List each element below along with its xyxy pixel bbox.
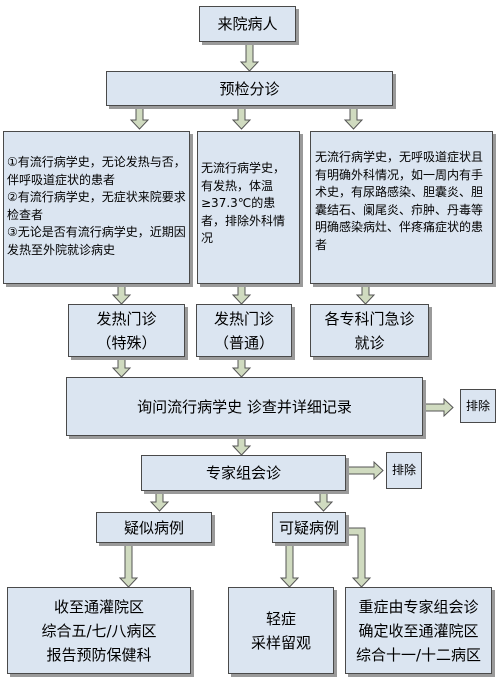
criteria-normal-node: 无流行病学史，有发热，体温≥37.3℃的患者，排除外科情况 — [197, 131, 300, 284]
fever-normal-clinic-type: （普通） — [213, 333, 274, 352]
exclude-label-1: 排除 — [465, 398, 490, 413]
suspected-case-node: 疑似病例 — [96, 512, 212, 543]
exclude-node-2: 排除 — [386, 452, 422, 489]
triage-node-label: 预检分诊 — [219, 79, 280, 98]
expert-consultation-node: 专家组会诊 — [141, 455, 346, 491]
fever-special-clinic-node: 发热门诊 （特殊） — [68, 304, 185, 357]
arrow-possible-to-severe — [345, 527, 372, 588]
specialty-clinic-node: 各专科门急诊 就诊 — [310, 304, 429, 357]
severe-case-line-3: 综合十一/十二病区 — [355, 645, 482, 664]
fever-normal-clinic-label: 发热门诊 — [213, 309, 274, 328]
possible-case-label: 可疑病例 — [278, 518, 339, 537]
criteria-normal-text: 无流行病学史，有发热，体温≥37.3℃的患者，排除外科情况 — [201, 161, 286, 245]
fever-special-clinic-label: 发热门诊 — [96, 309, 157, 328]
arrow-start-to-triage — [239, 41, 260, 72]
transfer-suspected-node: 收至通灌院区 综合五/七/八病区 报告预防保健科 — [7, 587, 191, 674]
arrow-expert-to-suspected — [149, 490, 170, 512]
criteria-specialty-node: 无流行病学史，无呼吸道症状且有明确外科情况，如一周内有手术史，有尿路感染、胆囊炎… — [310, 131, 493, 284]
criteria-fever-item-3: ③无论是否有流行病学史，近期因发热至外院就诊病史 — [7, 225, 186, 257]
arrow-triage-to-criteria-normal — [231, 105, 252, 130]
arrow-suspected-to-transfer — [118, 542, 139, 588]
triage-node: 预检分诊 — [106, 71, 393, 106]
severe-case-node: 重症由专家组会诊 确定收至通灌院区 综合十一/十二病区 — [345, 587, 492, 674]
exclude-label-2: 排除 — [391, 463, 416, 477]
inquiry-node: 询问流行病学史 诊查并详细记录 — [66, 377, 423, 436]
arrow-triage-to-criteria-fever — [129, 105, 150, 130]
criteria-fever-item-2: ②有流行病学史，无症状来院要求检查者 — [7, 190, 186, 222]
possible-case-node: 可疑病例 — [272, 512, 346, 543]
arrow-fever-normal-to-inquiry — [231, 356, 252, 378]
arrow-criteria-to-fever-normal — [231, 283, 252, 305]
mild-case-line-2: 采样留观 — [250, 633, 311, 652]
specialty-clinic-sub: 就诊 — [354, 333, 385, 352]
exclude-node-1: 排除 — [460, 389, 496, 423]
transfer-suspected-line-2: 综合五/七/八病区 — [41, 621, 157, 640]
transfer-suspected-line-1: 收至通灌院区 — [53, 597, 144, 616]
severe-case-line-1: 重症由专家组会诊 — [358, 597, 479, 616]
severe-case-line-2: 确定收至通灌院区 — [358, 621, 479, 640]
arrow-inquiry-to-expert — [231, 435, 252, 456]
criteria-fever-item-1: ①有流行病学史，无论发热与否，伴呼吸道症状的患者 — [7, 155, 186, 187]
fever-special-clinic-type: （特殊） — [96, 333, 157, 352]
transfer-suspected-line-3: 报告预防保健科 — [46, 645, 152, 664]
arrow-triage-to-criteria-specialty — [343, 105, 364, 130]
criteria-fever-node: ①有流行病学史，无论发热与否，伴呼吸道症状的患者 ②有流行病学史，无症状来院要求… — [3, 131, 190, 284]
arrow-criteria-to-fever-special — [111, 283, 132, 305]
arrow-fever-special-to-inquiry — [111, 356, 132, 378]
mild-case-node: 轻症 采样留观 — [228, 587, 334, 674]
start-node: 来院病人 — [199, 6, 296, 42]
start-node-label: 来院病人 — [217, 15, 278, 33]
arrow-criteria-to-specialty — [355, 283, 376, 305]
arrow-expert-to-exclude — [345, 460, 384, 481]
expert-consultation-label: 专家组会诊 — [205, 464, 281, 482]
arrow-possible-to-mild — [279, 542, 300, 588]
criteria-specialty-text: 无流行病学史，无呼吸道症状且有明确外科情况，如一周内有手术史，有尿路感染、胆囊炎… — [315, 150, 484, 252]
fever-normal-clinic-node: 发热门诊 （普通） — [196, 304, 292, 357]
suspected-case-label: 疑似病例 — [123, 518, 184, 537]
arrow-inquiry-to-exclude — [422, 397, 454, 418]
specialty-clinic-label: 各专科门急诊 — [324, 309, 415, 328]
mild-case-line-1: 轻症 — [265, 609, 296, 628]
arrow-expert-to-possible — [313, 490, 334, 512]
inquiry-label: 询问流行病学史 诊查并详细记录 — [137, 397, 352, 416]
